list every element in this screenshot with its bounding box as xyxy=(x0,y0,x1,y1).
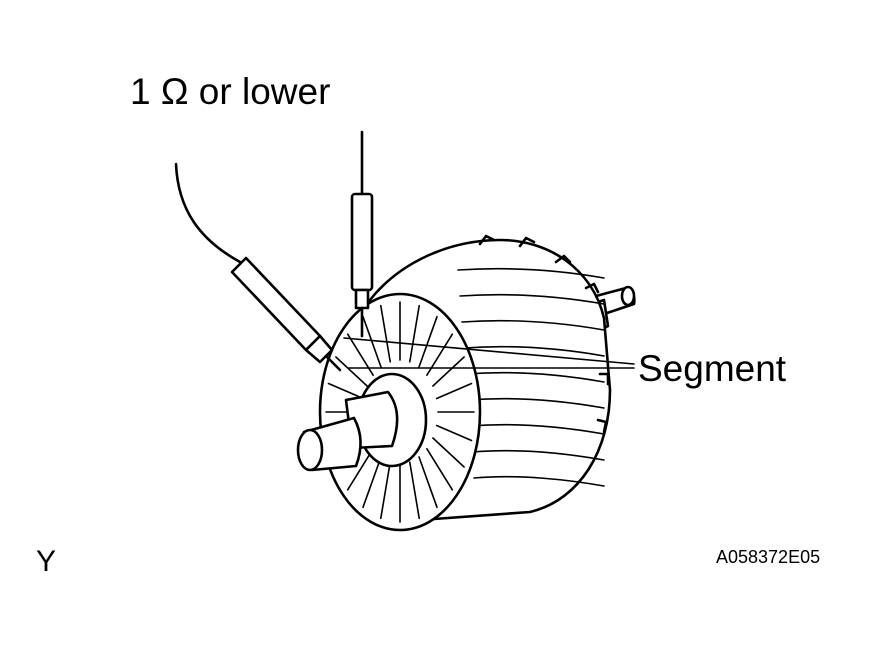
lamination-line xyxy=(465,371,605,383)
commutator-segment xyxy=(435,382,473,400)
commutator-segment xyxy=(379,461,392,520)
figure-code: A058372E05 xyxy=(716,547,821,567)
commutator-segment xyxy=(408,461,421,520)
corner-mark: Y xyxy=(36,545,57,578)
lamination-line xyxy=(461,319,605,331)
resistance-spec-label: 1 Ω or lower xyxy=(130,71,331,112)
commutator-segment xyxy=(418,315,438,368)
commutator-segment xyxy=(379,304,392,363)
segment-leaders xyxy=(343,337,635,369)
vertical-probe xyxy=(350,130,374,338)
commutator-segment xyxy=(432,437,465,468)
commutator-segment xyxy=(362,456,382,509)
commutator-segment xyxy=(432,356,465,387)
lamination-line xyxy=(463,345,605,357)
commutator-segment xyxy=(435,424,473,442)
commutator-segment xyxy=(426,447,454,491)
lamination-line xyxy=(459,293,605,305)
commutator-segment xyxy=(327,382,365,400)
lamination-line xyxy=(469,423,605,435)
commutator-segment xyxy=(362,315,382,368)
lamination-line xyxy=(473,475,605,487)
lamination-line xyxy=(467,397,605,409)
commutator xyxy=(318,292,482,532)
commutator-segment xyxy=(418,456,438,509)
lamination-line xyxy=(457,267,605,279)
lamination-line xyxy=(471,449,605,461)
segment-label: Segment xyxy=(638,348,787,389)
commutator-segment xyxy=(335,356,368,387)
slanted-probe xyxy=(174,162,342,372)
left-shaft xyxy=(296,390,399,472)
commutator-segment xyxy=(408,304,421,363)
